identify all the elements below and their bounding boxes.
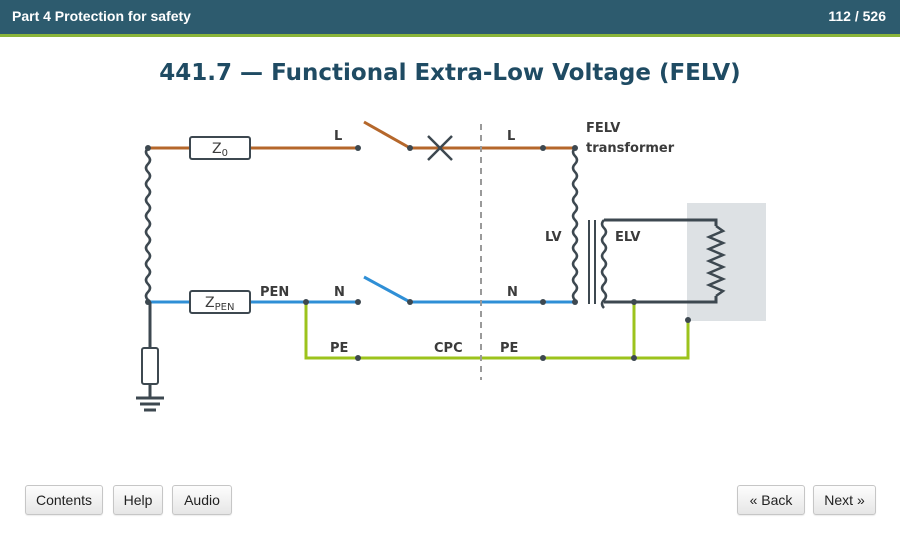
transformer-secondary-coil bbox=[600, 219, 608, 309]
z0-subscript: 0 bbox=[222, 148, 228, 159]
top-bar: Part 4 Protection for safety 112 / 526 bbox=[0, 0, 900, 37]
next-button[interactable]: Next » bbox=[813, 485, 876, 515]
help-button[interactable]: Help bbox=[113, 485, 163, 515]
supply-coil bbox=[144, 147, 152, 301]
page-counter: 112 / 526 bbox=[828, 8, 886, 24]
label-cpc: CPC bbox=[434, 341, 463, 356]
label-elv: ELV bbox=[615, 230, 640, 245]
z0-impedance bbox=[189, 136, 251, 160]
protective-conductor bbox=[304, 302, 690, 360]
ground-icon bbox=[136, 396, 164, 412]
label-n-right: N bbox=[507, 285, 518, 300]
transformer-primary-coil bbox=[571, 147, 579, 301]
label-l-right: L bbox=[507, 129, 515, 144]
neutral-switch-blade bbox=[363, 275, 411, 304]
transformer-label-line2: transformer bbox=[586, 141, 675, 156]
earth-electrode-resistor bbox=[141, 347, 159, 385]
contents-button[interactable]: Contents bbox=[25, 485, 103, 515]
label-pen: PEN bbox=[260, 285, 289, 300]
elv-circuit-return bbox=[604, 296, 718, 304]
fault-cross-icon bbox=[427, 135, 453, 161]
back-button[interactable]: « Back bbox=[737, 485, 805, 515]
zpen-impedance bbox=[189, 290, 251, 314]
svg-text:Z0: Z0 bbox=[212, 141, 228, 159]
page-title: 441.7 — Functional Extra-Low Voltage (FE… bbox=[159, 60, 741, 86]
line-switch-blade bbox=[363, 120, 411, 150]
svg-text:ZPEN: ZPEN bbox=[205, 295, 234, 313]
label-n-left: N bbox=[334, 285, 345, 300]
label-lv: LV bbox=[545, 230, 562, 245]
audio-button[interactable]: Audio bbox=[172, 485, 232, 515]
label-pe-right: PE bbox=[500, 341, 518, 356]
junction-dots bbox=[145, 145, 691, 361]
label-l-left: L bbox=[334, 129, 342, 144]
zpen-subscript: PEN bbox=[215, 302, 235, 313]
label-pe-left: PE bbox=[330, 341, 348, 356]
load-resistor bbox=[705, 224, 727, 298]
section-title: Part 4 Protection for safety bbox=[12, 8, 191, 24]
zpen-label: Z bbox=[205, 295, 215, 311]
z0-label: Z bbox=[212, 141, 222, 157]
elv-circuit-loop bbox=[604, 218, 718, 226]
transformer-label-line1: FELV bbox=[586, 121, 620, 136]
